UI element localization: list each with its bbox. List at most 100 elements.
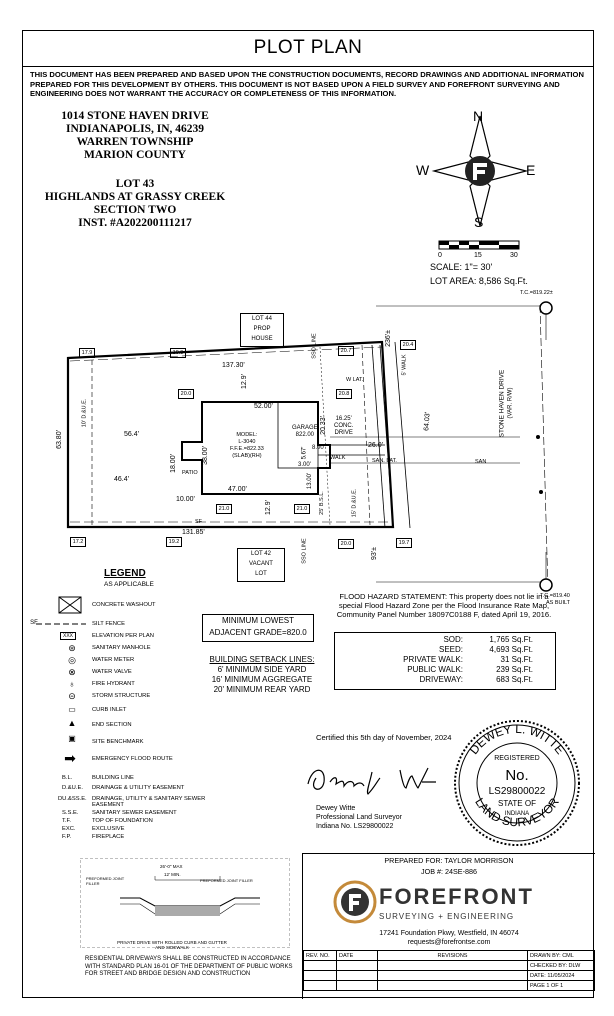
sso-top: SSO LINE bbox=[311, 333, 318, 359]
compass-s: S bbox=[474, 214, 484, 230]
walk-label: WALK bbox=[330, 455, 346, 461]
walk-top: 5' WALK bbox=[401, 354, 408, 376]
certified-date: Certified this 5th day of November, 2024 bbox=[316, 733, 452, 742]
dim-top: 137.30' bbox=[222, 362, 245, 369]
legend-item-label: CURB INLET bbox=[92, 707, 127, 713]
job-number: JOB #: 24SE-886 bbox=[421, 867, 477, 876]
model-line4: (SLAB)(RH) bbox=[232, 453, 262, 459]
dim-38: 38.00' bbox=[201, 446, 209, 465]
san-lat: SAN. LAT. bbox=[372, 458, 397, 464]
area-value: 683 Sq.Ft. bbox=[496, 675, 533, 684]
legend-item-label: SANITARY MANHOLE bbox=[92, 645, 151, 651]
table-row: CHECKED BY: DLW bbox=[303, 960, 595, 971]
drive-line1: 16.25' bbox=[335, 416, 352, 422]
surveyor-title: Professional Land Surveyor bbox=[316, 814, 402, 821]
drive-line3: DRIVE bbox=[334, 430, 353, 436]
lot-area: LOT AREA: 8,586 Sq.Ft. bbox=[430, 276, 528, 286]
area-row: SEED:4,693 Sq.Ft. bbox=[335, 645, 555, 655]
setback-heading: BUILDING SETBACK LINES: bbox=[209, 655, 315, 664]
storm-structure-icon: ⊝ bbox=[68, 691, 76, 701]
elevation-symbol: XXX bbox=[60, 632, 76, 640]
address-block: 1014 STONE HAVEN DRIVE INDIANAPOLIS, IN,… bbox=[30, 110, 240, 162]
dim-10: 10.00' bbox=[176, 496, 195, 503]
area-label: SEED: bbox=[438, 645, 463, 654]
elev-nw: 17.9 bbox=[79, 348, 95, 358]
dim-13: 13.00' bbox=[307, 472, 314, 490]
legend-item-label: END SECTION bbox=[92, 722, 132, 728]
abbr-desc: TOP OF FOUNDATION bbox=[92, 818, 153, 824]
dim-bottom: 131.85' bbox=[182, 529, 205, 536]
lot42-line3: LOT bbox=[255, 571, 267, 577]
drive-info: 16.25' CONC. DRIVE bbox=[334, 416, 353, 437]
sf-label: SF bbox=[195, 519, 203, 525]
lot44-line2: PROP bbox=[253, 326, 271, 332]
areas-table: SOD:1,765 Sq.Ft. SEED:4,693 Sq.Ft. PRIVA… bbox=[334, 632, 556, 690]
abbr-desc: DRAINAGE, UTILITY & SANITARY SEWER EASEM… bbox=[92, 796, 206, 808]
setback-aggregate: 16' MINIMUM AGGREGATE bbox=[211, 675, 313, 684]
elev-se: 20.0 bbox=[338, 539, 354, 549]
san-label: SAN bbox=[475, 459, 487, 465]
area-row: DRIVEWAY:683 Sq.Ft. bbox=[335, 675, 555, 685]
concrete-washout-icon bbox=[58, 596, 82, 614]
area-label: PUBLIC WALK: bbox=[407, 665, 463, 674]
abbr-desc: FIREPLACE bbox=[92, 834, 125, 840]
due-left: 10' D.&U.E. bbox=[81, 398, 88, 428]
w-lat: W LAT. bbox=[346, 377, 364, 383]
garage-info: GARAGE 822.00 bbox=[292, 425, 318, 439]
scale-tick-0: 0 bbox=[438, 252, 442, 259]
water-meter-icon: ◎ bbox=[68, 655, 76, 665]
legend-item-label: ELEVATION PER PLAN bbox=[92, 633, 154, 639]
curb-inlet-icon: ▭ bbox=[68, 705, 76, 714]
drawing-date: DATE: 11/05/2024 bbox=[527, 970, 595, 981]
address-county: MARION COUNTY bbox=[84, 149, 186, 161]
abbr: F.P. bbox=[62, 834, 72, 840]
legend-subtitle: AS APPLICABLE bbox=[104, 581, 154, 588]
area-row: SOD:1,765 Sq.Ft. bbox=[335, 635, 555, 645]
patio-label: PATIO bbox=[182, 470, 198, 476]
dim-567: 5.67' bbox=[301, 446, 308, 460]
drawn-by: DRAWN BY: CML bbox=[527, 950, 595, 961]
elev-ne: 20.7 bbox=[338, 346, 354, 356]
abbr: S.S.E. bbox=[62, 810, 79, 816]
legend-title: LEGEND bbox=[104, 568, 146, 579]
detail-label: PREFORMED JOINT FILLER bbox=[200, 878, 253, 883]
seal-number: LS29800022 bbox=[489, 786, 546, 797]
table-row: DATE: 11/05/2024 bbox=[303, 970, 595, 981]
legend-item-label: STORM STRUCTURE bbox=[92, 693, 151, 699]
model-info: MODEL: L-3040 F.F.E.=822.33 (SLAB)(RH) bbox=[230, 432, 264, 460]
company-subtitle: SURVEYING + ENGINEERING bbox=[379, 912, 515, 921]
elev-house2: 21.0 bbox=[216, 504, 232, 514]
seal-state: INDIANA bbox=[505, 811, 529, 817]
lot44-line3: HOUSE bbox=[251, 336, 273, 342]
abbr: EXC. bbox=[62, 826, 76, 832]
driveway-note: RESIDENTIAL DRIVEWAYS SHALL BE CONSTRUCT… bbox=[85, 956, 293, 977]
date-header: DATE bbox=[336, 950, 378, 961]
page-number: PAGE 1 OF 1 bbox=[527, 980, 595, 991]
table-row: REV. NO. DATE REVISIONS DRAWN BY: CML bbox=[303, 950, 595, 961]
surveyor-license: Indiana No. LS29800022 bbox=[316, 823, 394, 830]
setback-side: 6' MINIMUM SIDE YARD bbox=[217, 665, 307, 674]
model-line3: F.F.E.=822.33 bbox=[230, 446, 264, 452]
compass-e: E bbox=[526, 162, 536, 178]
due-right: 15' D.&U.E. bbox=[351, 488, 358, 518]
dim-52: 52.00' bbox=[254, 403, 273, 410]
elev-s: 19.2 bbox=[166, 537, 182, 547]
tc-top: T.C.=819.22± bbox=[520, 290, 553, 296]
dim-2033: 20.33' bbox=[319, 416, 327, 435]
dim-8: 8.00' bbox=[312, 445, 325, 451]
company-email: requests@forefrontse.com bbox=[407, 939, 491, 946]
abbr: B.L. bbox=[62, 775, 73, 781]
scale-label: SCALE: 1"= 30' bbox=[430, 262, 493, 272]
dim-right: 64.03' bbox=[423, 411, 432, 432]
disclaimer: THIS DOCUMENT HAS BEEN PREPARED AND BASE… bbox=[30, 70, 584, 98]
legend-item-label: CONCRETE WASHOUT bbox=[92, 602, 156, 608]
street-rw: (VAR. R/W) bbox=[507, 387, 514, 419]
dim-46: 46.4' bbox=[114, 476, 129, 483]
abbr: DU.&SS.E. bbox=[58, 796, 87, 802]
seal-no: No. bbox=[505, 767, 528, 784]
lot42-line2: VACANT bbox=[249, 561, 273, 567]
model-line1: MODEL: bbox=[236, 432, 258, 438]
abbr-desc: BUILDING LINE bbox=[92, 775, 134, 781]
detail-label: PREFORMED JOINT FILLER bbox=[86, 876, 125, 886]
